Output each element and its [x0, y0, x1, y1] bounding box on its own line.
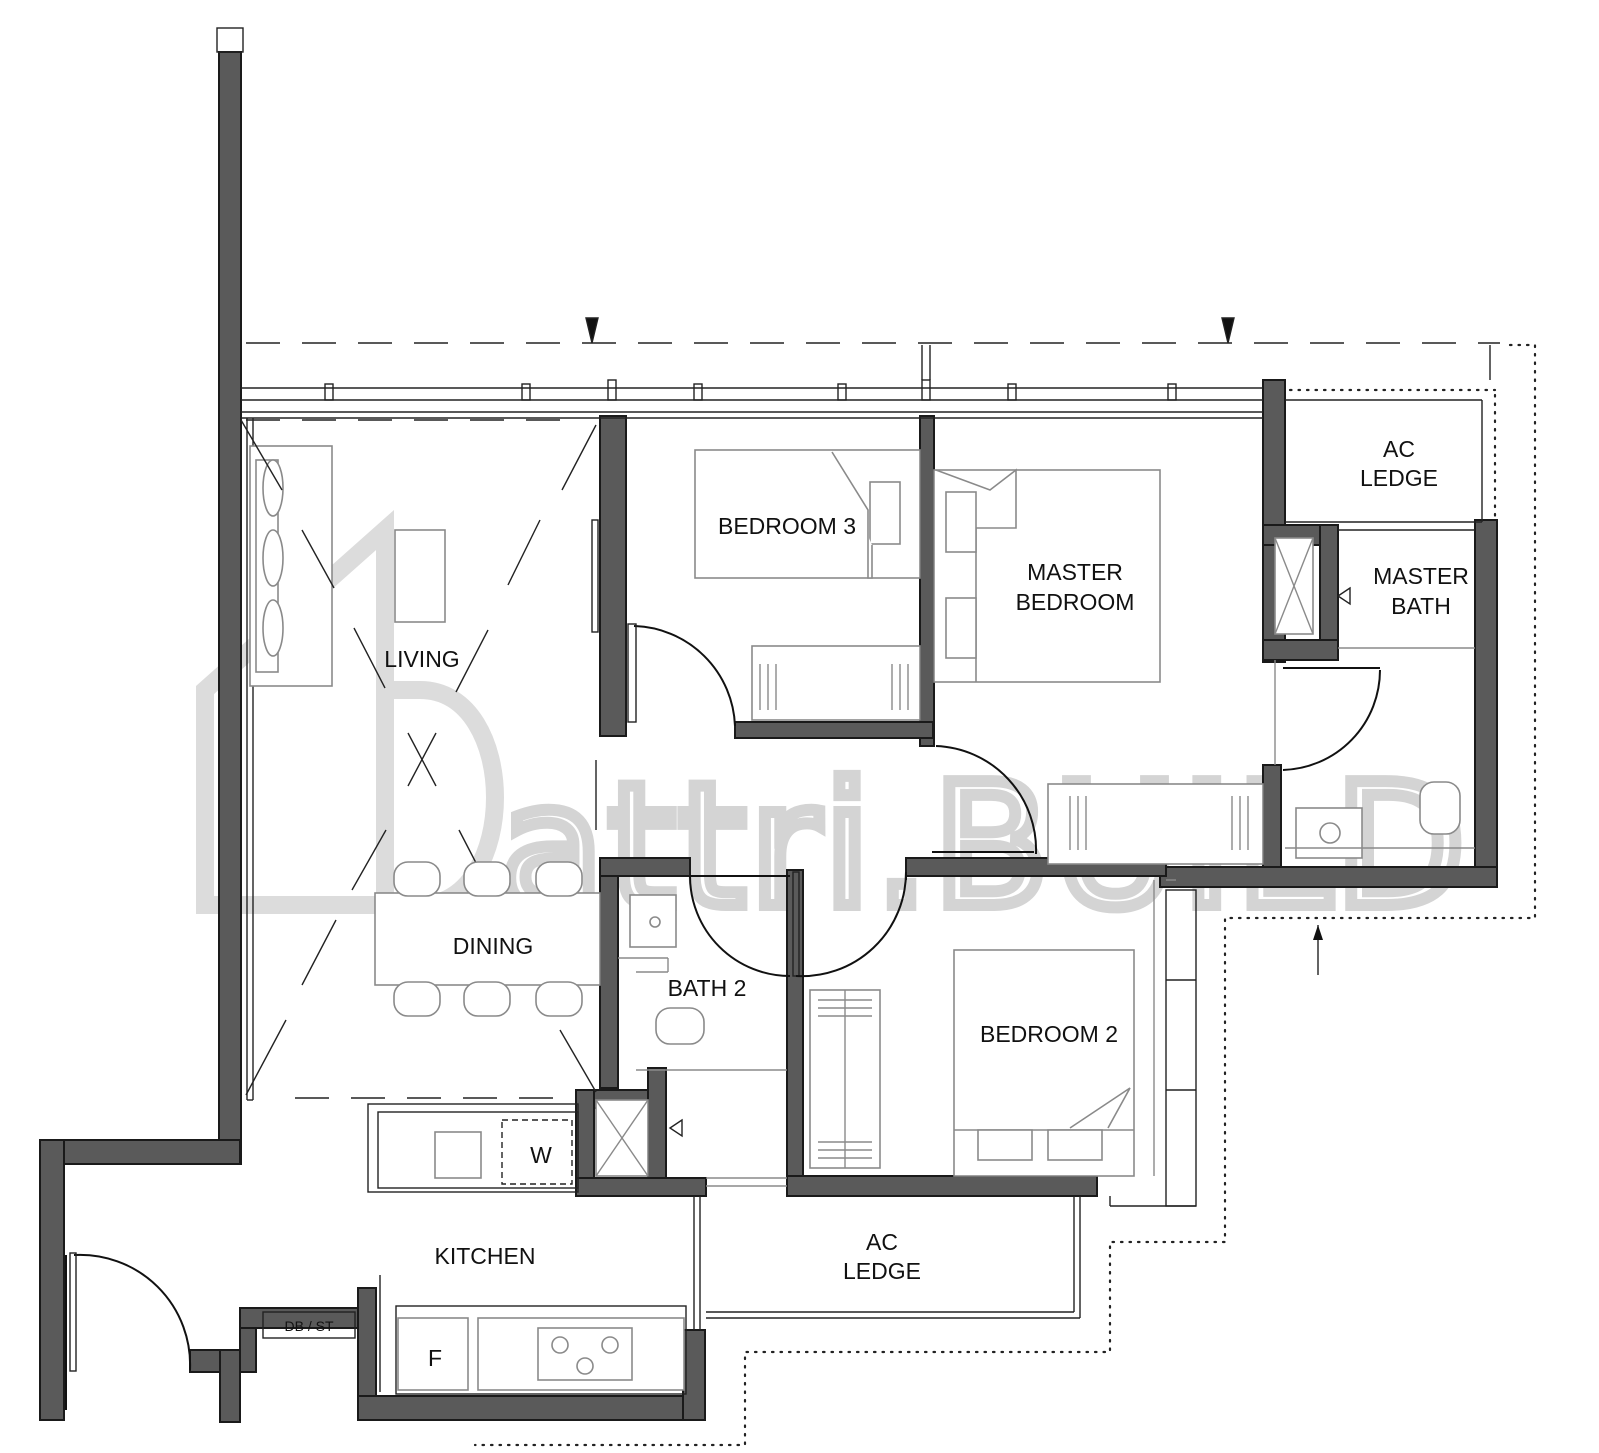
wardrobe-bedroom3 — [751, 645, 921, 721]
dining-table — [374, 892, 601, 986]
watermark-house-outline — [196, 509, 504, 914]
master-bedroom-furniture — [932, 468, 1264, 865]
label-ac-ledge-bottom-1: AC — [866, 1229, 898, 1255]
label-ac-ledge-top-1: AC — [1383, 436, 1415, 462]
wardrobe-master — [1047, 783, 1264, 865]
label-washer: W — [530, 1142, 552, 1168]
bath2-fixtures — [595, 871, 800, 1187]
bath2-toilet — [655, 1007, 705, 1045]
label-ac-ledge-bottom-2: LEDGE — [843, 1258, 921, 1284]
label-master-bedroom-2: BEDROOM — [1016, 589, 1135, 615]
master-toilet — [1419, 781, 1461, 835]
kitchen-furniture — [262, 1103, 701, 1395]
ac-ledge-bottom — [706, 1196, 1081, 1319]
living-furniture — [240, 419, 599, 1099]
label-master-bedroom-1: MASTER — [1027, 559, 1123, 585]
label-ac-ledge-top-2: LEDGE — [1360, 465, 1438, 491]
master-bath-fixtures — [1274, 537, 1475, 859]
entrance-door — [65, 1252, 192, 1410]
room-labels: LIVING DINING KITCHEN BEDROOM 3 MASTER B… — [284, 436, 1468, 1371]
washer-box — [501, 1119, 573, 1185]
dining-furniture — [374, 861, 601, 1017]
hob — [537, 1327, 633, 1381]
bedroom2-furniture — [795, 871, 1197, 1207]
coffee-table — [394, 529, 446, 623]
label-bedroom3: BEDROOM 3 — [718, 513, 856, 539]
label-fridge: F — [428, 1345, 442, 1371]
label-master-bath-2: BATH — [1391, 593, 1451, 619]
label-bedroom2: BEDROOM 2 — [980, 1021, 1118, 1047]
walls — [39, 27, 1498, 1423]
label-master-bath-1: MASTER — [1373, 563, 1469, 589]
boundary-line — [473, 343, 1537, 1447]
label-kitchen: KITCHEN — [435, 1243, 536, 1269]
label-dining: DINING — [453, 933, 534, 959]
label-living: LIVING — [384, 646, 459, 672]
kitchen-sink — [434, 1131, 482, 1179]
db-st-box — [262, 1311, 356, 1339]
fridge-box — [397, 1317, 469, 1391]
label-bath2: BATH 2 — [668, 975, 747, 1001]
label-db-st: DB / ST — [284, 1318, 333, 1334]
bedroom3-furniture — [627, 449, 921, 727]
windows — [241, 317, 1500, 1101]
